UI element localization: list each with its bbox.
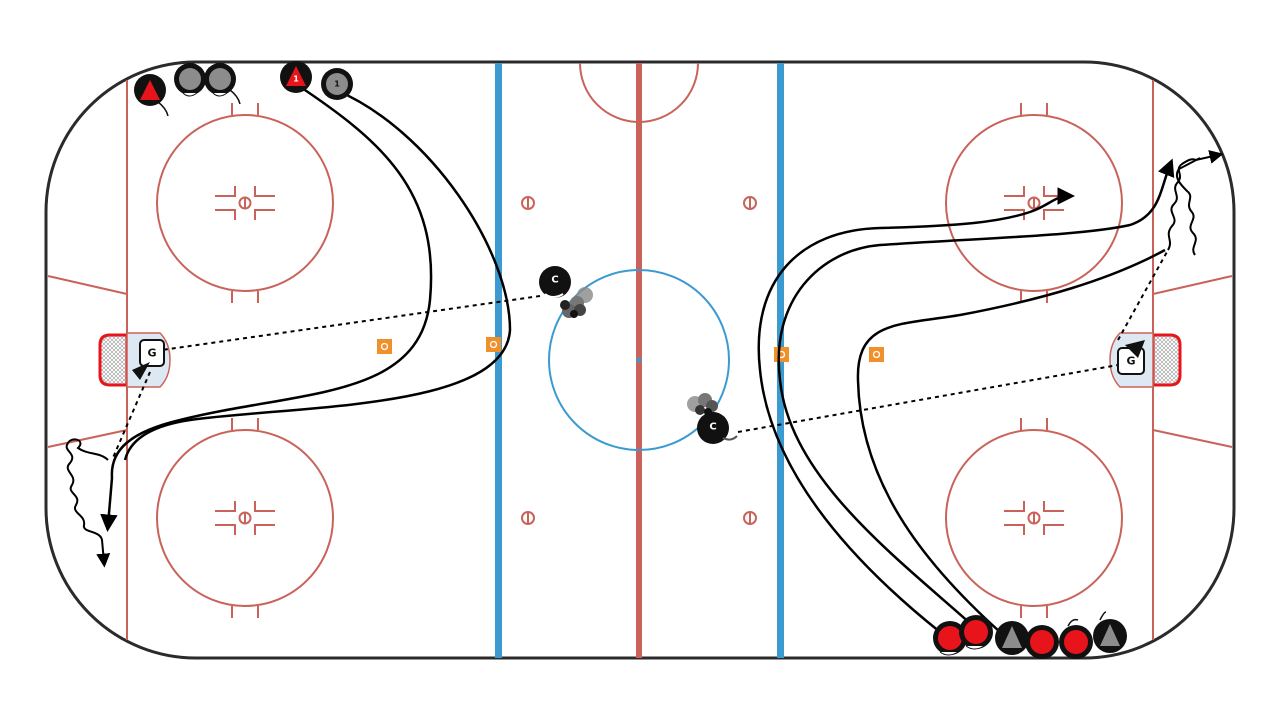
pylon-icon — [377, 339, 392, 354]
player-icon — [174, 63, 206, 97]
player-icon — [204, 63, 241, 105]
goalie-label: G — [1126, 355, 1135, 368]
stickhandle-path — [1167, 150, 1224, 251]
pylon-icon — [869, 347, 884, 362]
player-icon — [933, 621, 967, 656]
player-icon — [1059, 618, 1093, 659]
skate-path — [123, 88, 512, 461]
goalie-label: G — [147, 347, 156, 360]
faceoff-circle-bottom-left — [156, 418, 334, 618]
player-number: 1 — [334, 80, 340, 89]
neutral-zone-dots — [521, 196, 757, 525]
pass-line — [1117, 249, 1169, 341]
player-icon — [959, 615, 993, 650]
coach-label: C — [709, 422, 716, 433]
stickhandle-path — [1175, 157, 1201, 256]
player-icon: 1 — [321, 68, 353, 100]
player-number: 1 — [293, 75, 299, 84]
pass-line — [737, 364, 1119, 433]
skate-path — [856, 248, 1166, 633]
faceoff-circle-top-left — [156, 103, 334, 303]
faceoff-circle-top-right — [945, 103, 1123, 303]
player-icon — [134, 74, 169, 117]
goalie-icon: G — [132, 339, 165, 380]
skate-path — [757, 187, 1075, 633]
referee-crease — [579, 62, 699, 123]
coach-label: C — [551, 275, 558, 286]
goalie-icon: G — [1117, 340, 1145, 375]
trapezoid-right — [1152, 275, 1233, 448]
coach-icon: C — [697, 412, 738, 444]
player-icon: 1 — [280, 61, 312, 93]
center-circle — [548, 269, 730, 451]
blue-line-left — [495, 63, 502, 658]
player-icon — [1093, 611, 1127, 653]
pylon-icon — [486, 337, 501, 352]
stickhandle-path — [65, 438, 111, 568]
skate-path — [777, 158, 1175, 633]
center-dot — [636, 357, 642, 363]
coach-icon: C — [539, 266, 571, 298]
skate-path — [100, 82, 433, 532]
faceoff-circle-bottom-right — [945, 418, 1123, 618]
player-icon — [995, 621, 1029, 655]
trapezoid-left — [47, 275, 128, 448]
player-icon — [1025, 625, 1059, 659]
puck-icon — [687, 393, 718, 416]
pylon-icon — [774, 347, 789, 362]
puck-icon — [560, 287, 593, 318]
